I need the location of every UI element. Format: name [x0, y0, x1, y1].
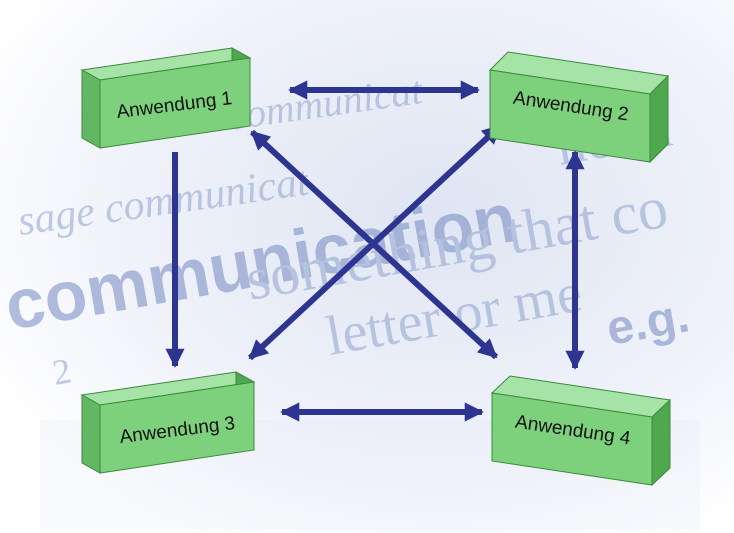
node-anwendung-1: Anwendung 1	[80, 47, 252, 149]
node-anwendung-4: Anwendung 4	[490, 375, 672, 487]
arrow-2-3	[247, 123, 503, 361]
node-anwendung-2: Anwendung 2	[488, 51, 670, 164]
node-anwendung-3: Anwendung 3	[80, 371, 256, 474]
